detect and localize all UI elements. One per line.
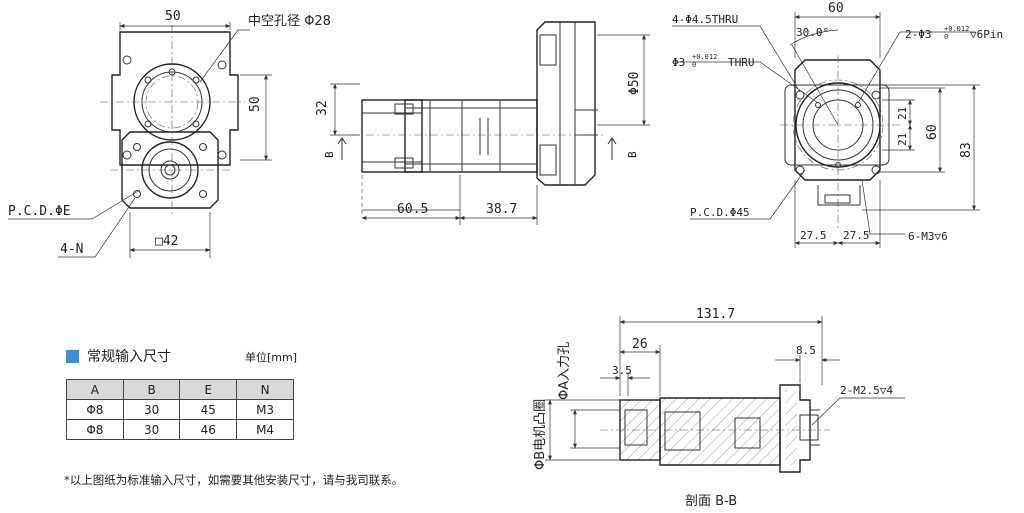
spec-table: A B E N Φ8 30 45 M3 Φ8 30 46 M4 (66, 379, 294, 440)
right-dim-27-5-right: 27.5 (843, 229, 870, 242)
table-cell: 30 (122, 399, 181, 420)
pin-tol-lower: 0 (944, 33, 948, 41)
bore-label: 中空孔径 Φ28 (248, 14, 331, 29)
right-dim-21-bottom: 21 (896, 133, 909, 146)
spec-table-unit: 单位[mm] (245, 351, 298, 364)
pin-tol-upper: +0.012 (944, 25, 969, 33)
right-dim-60: 60 (925, 124, 940, 140)
side-dim-60-5: 60.5 (397, 202, 428, 217)
section-mark-left: B (323, 151, 336, 158)
right-view (672, 12, 980, 248)
section-caption: 剖面 B-B (685, 494, 737, 509)
header-cell: A (66, 379, 124, 400)
hole-tol-upper: +0.012 (692, 53, 717, 61)
right-dim-83: 83 (959, 142, 974, 158)
section-dim-26: 26 (632, 337, 648, 352)
hole-thru: THRU (728, 56, 755, 69)
header-cell: N (236, 379, 294, 400)
hole-tol-lower: 0 (692, 61, 696, 69)
side-dim-38-7: 38.7 (486, 202, 517, 217)
pcd-label: P.C.D.ΦE (8, 204, 71, 219)
thread-label: 6-M3▽6 (908, 230, 948, 243)
angle-label: 30.0° (796, 26, 829, 39)
section-dim-8-5: 8.5 (796, 344, 816, 357)
pin-label: 2-Φ3 (905, 28, 932, 41)
footnote: *以上图纸为标准输入尺寸，如需要其他安装尺寸，请与我司联系。 (64, 473, 404, 487)
section-mark-right: B (626, 151, 639, 158)
table-cell: Φ8 (66, 399, 124, 420)
spec-table-title: 常规输入尺寸 (66, 346, 171, 366)
square-label: □42 (155, 234, 178, 249)
table-row: Φ8 30 46 M4 (66, 419, 294, 440)
table-header-row: A B E N (66, 379, 294, 400)
header-cell: E (179, 379, 238, 400)
title-marker-icon (66, 349, 79, 363)
table-cell: 30 (122, 419, 181, 440)
header-cell: B (122, 379, 181, 400)
section-dim-131-7: 131.7 (696, 307, 735, 322)
table-cell: M4 (236, 419, 294, 440)
table-cell: 46 (179, 419, 238, 440)
side-dim-32: 32 (315, 100, 330, 116)
input-hole-label: ΦA入力孔 (557, 342, 572, 400)
side-dim-phi50: Φ50 (627, 72, 642, 95)
hole-label: Φ3 (672, 56, 685, 69)
front-view (8, 22, 272, 258)
section-thread-label: 2-M2.5▽4 (840, 384, 893, 397)
side-view (330, 21, 650, 225)
front-dim-height: 50 (248, 96, 263, 112)
table-cell: Φ8 (66, 419, 124, 440)
pcd45-label: P.C.D.Φ45 (690, 206, 750, 219)
right-dim-27-5-left: 27.5 (800, 229, 827, 242)
holes-label: 4-N (60, 242, 83, 257)
pin-depth: ▽6Pin (970, 28, 1003, 41)
table-row: Φ8 30 45 M3 (66, 399, 294, 420)
front-dim-width: 50 (165, 9, 181, 24)
section-view (545, 316, 905, 473)
motor-boss-label: ΦB电机凸圈 (533, 399, 548, 470)
table-cell: 45 (179, 399, 238, 420)
right-dim-top: 60 (828, 1, 844, 16)
holes-thru-label: 4-Φ4.5THRU (672, 13, 738, 26)
spec-table-title-text: 常规输入尺寸 (87, 349, 171, 365)
right-dim-21-top: 21 (896, 107, 909, 120)
table-cell: M3 (236, 399, 294, 420)
section-dim-3-5: 3.5 (612, 364, 632, 377)
